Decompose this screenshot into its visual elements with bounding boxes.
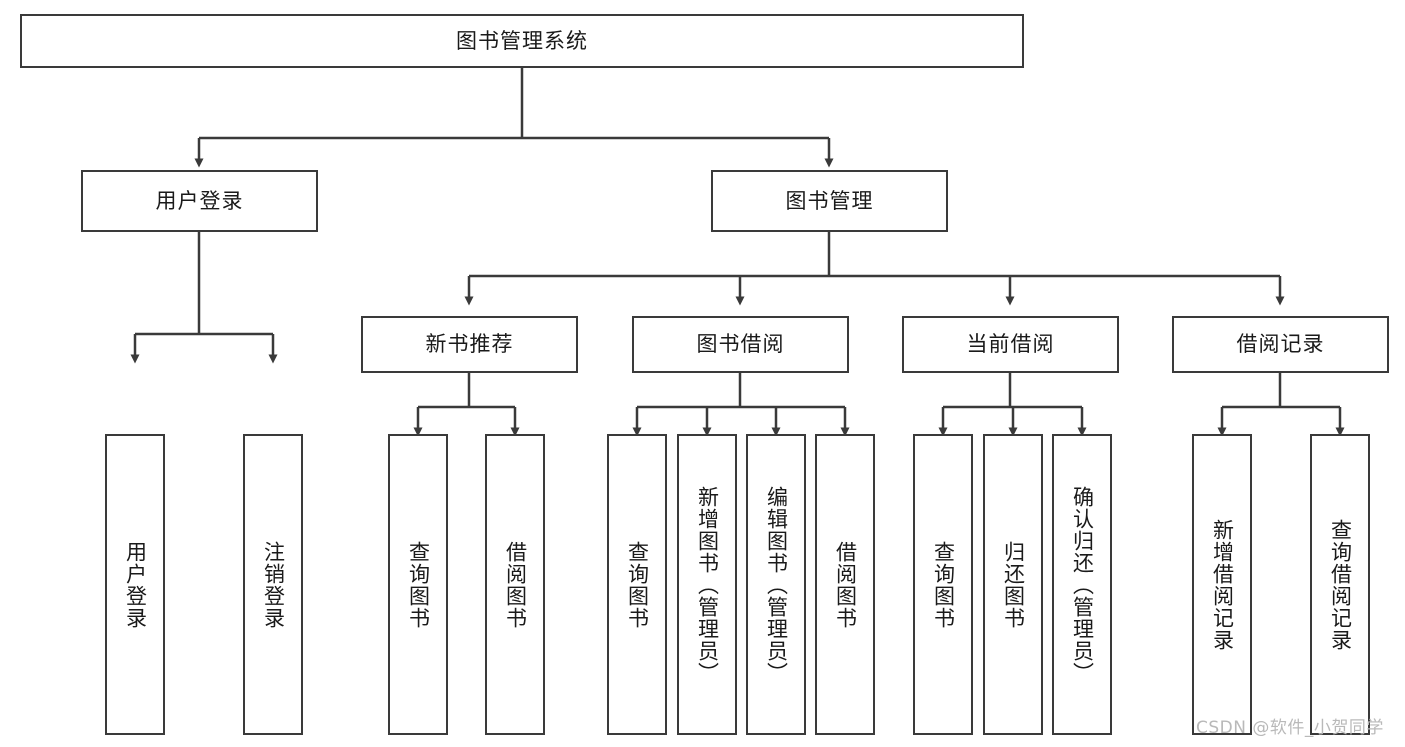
node-new-book-recommend[interactable]: 新书推荐	[361, 316, 578, 373]
node-user-login[interactable]: 用户登录	[81, 170, 318, 232]
leaf-borrow-book-newbook[interactable]: 借阅图书	[485, 434, 545, 735]
leaf-logout-login[interactable]: 注销登录	[243, 434, 303, 735]
node-book-borrow[interactable]: 图书借阅	[632, 316, 849, 373]
leaf-edit-book-admin[interactable]: 编辑图书（管理员）	[746, 434, 806, 735]
leaf-query-book-borrow[interactable]: 查询图书	[607, 434, 667, 735]
leaf-user-login[interactable]: 用户登录	[105, 434, 165, 735]
watermark-text: CSDN @软件_小贺同学	[1196, 718, 1384, 738]
edges-group	[130, 68, 1345, 437]
node-borrow-record[interactable]: 借阅记录	[1172, 316, 1389, 373]
leaf-query-borrow-record[interactable]: 查询借阅记录	[1310, 434, 1370, 735]
leaf-query-book-current[interactable]: 查询图书	[913, 434, 973, 735]
leaf-borrow-book[interactable]: 借阅图书	[815, 434, 875, 735]
leaf-add-borrow-record[interactable]: 新增借阅记录	[1192, 434, 1252, 735]
node-book-management[interactable]: 图书管理	[711, 170, 948, 232]
leaf-query-book-newbook[interactable]: 查询图书	[388, 434, 448, 735]
leaf-add-book-admin[interactable]: 新增图书（管理员）	[677, 434, 737, 735]
node-root[interactable]: 图书管理系统	[20, 14, 1024, 68]
leaf-return-book[interactable]: 归还图书	[983, 434, 1043, 735]
leaf-confirm-return-admin[interactable]: 确认归还（管理员）	[1052, 434, 1112, 735]
node-current-borrow[interactable]: 当前借阅	[902, 316, 1119, 373]
